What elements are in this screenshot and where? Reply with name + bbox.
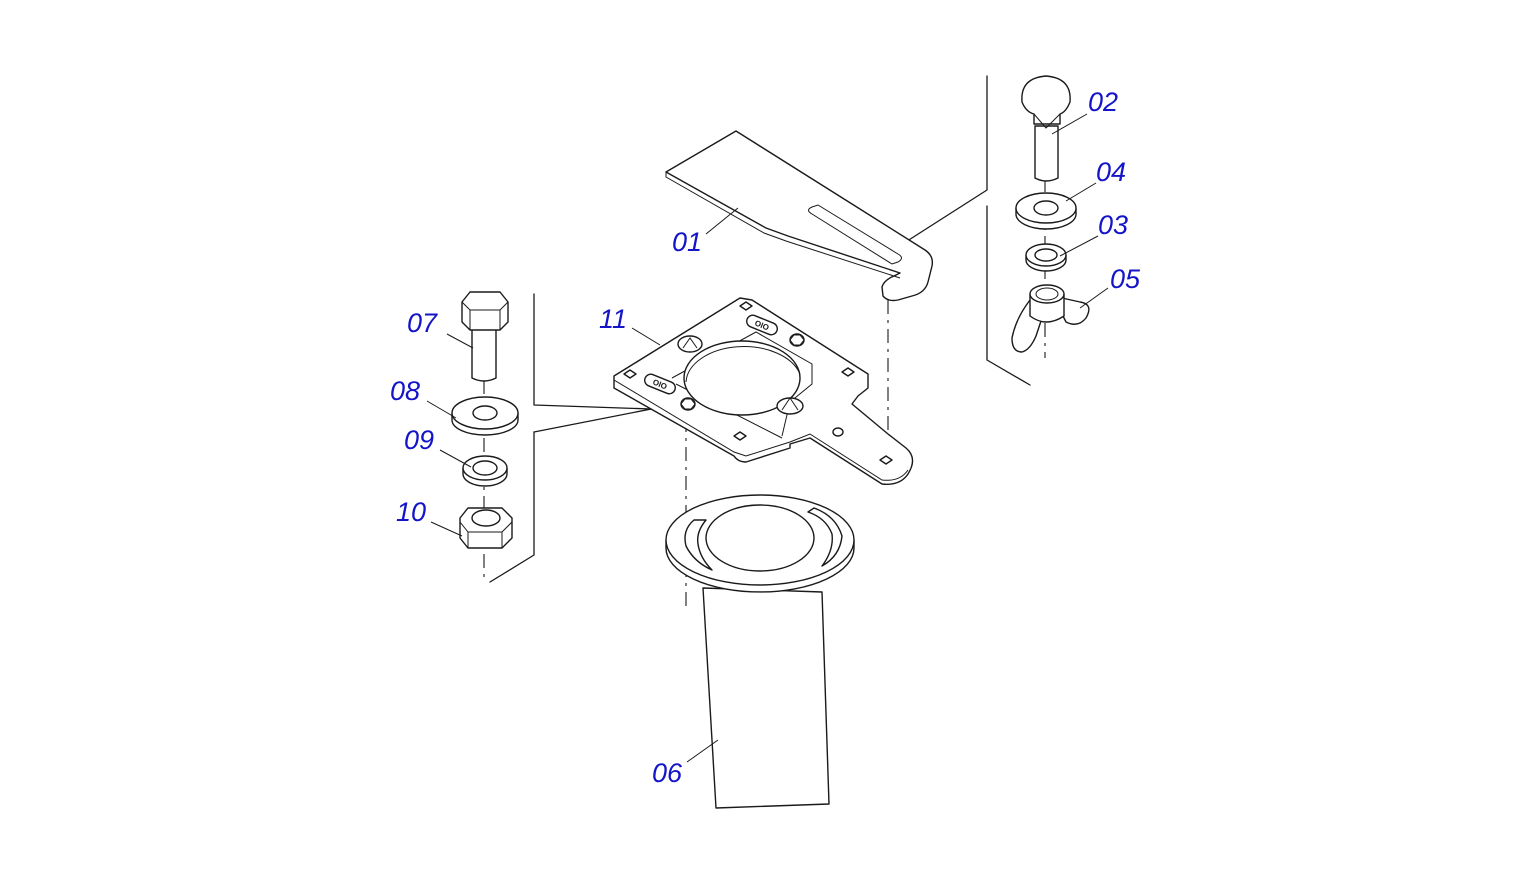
part-mounting-plate: OIO OIO <box>613 297 914 485</box>
part-carriage-bolt <box>1021 75 1071 182</box>
callout-02: 02 <box>1088 87 1119 117</box>
callout-07: 07 <box>407 308 438 338</box>
part-hex-bolt <box>461 291 509 382</box>
callout-06: 06 <box>652 758 683 788</box>
callout-11: 11 <box>599 304 628 334</box>
part-hex-nut <box>459 507 513 549</box>
callout-01: 01 <box>672 227 703 257</box>
callout-08: 08 <box>390 376 421 406</box>
part-flat-washer-top <box>1015 192 1077 230</box>
part-blade-bracket <box>665 130 934 302</box>
part-flat-washer-left <box>451 396 519 436</box>
callout-10: 10 <box>396 497 427 527</box>
part-lock-washer-top <box>1025 243 1067 272</box>
part-wing-nut <box>1011 284 1090 353</box>
callout-09: 09 <box>404 425 435 455</box>
part-chute-pipe <box>665 494 855 809</box>
leader-lines <box>426 113 1109 763</box>
assembly-boundary-lines <box>489 75 1031 583</box>
callout-05: 05 <box>1110 264 1141 294</box>
part-lock-washer-left <box>462 455 508 487</box>
callout-04: 04 <box>1096 157 1127 187</box>
callout-03: 03 <box>1098 210 1129 240</box>
